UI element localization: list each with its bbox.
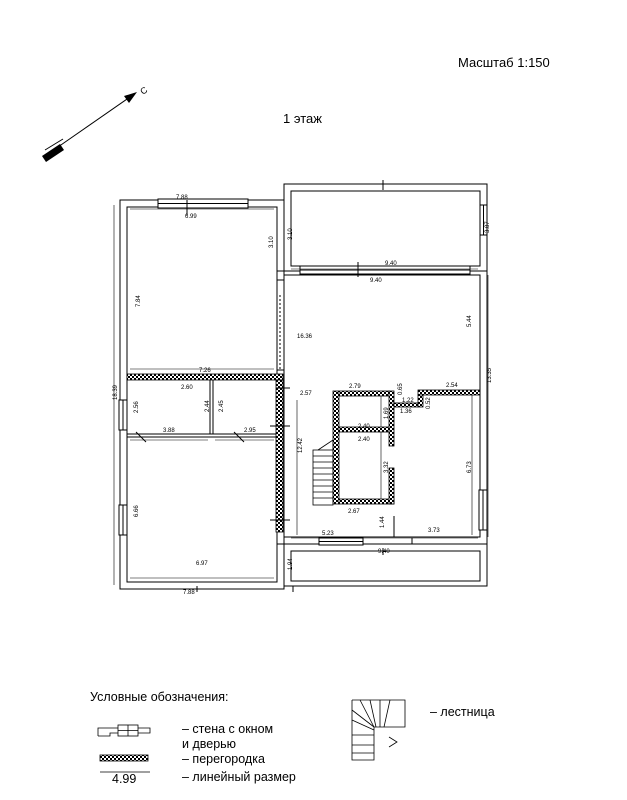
dimension-lines (113, 205, 489, 585)
dim-label: 2.57 (300, 391, 312, 397)
dim-label: 18.39 (113, 384, 119, 400)
dim-label: 9.40 (370, 278, 382, 284)
dim-label: 2.79 (349, 384, 361, 390)
dim-label: 3.87 (485, 221, 491, 233)
legend-wall-label-2: и дверью (182, 737, 236, 751)
dim-label: 12.42 (298, 437, 304, 453)
dim-label: 2.56 (134, 401, 140, 413)
dim-label: 9.40 (385, 261, 397, 267)
dim-label: 3.88 (163, 428, 175, 434)
dim-label: 16.36 (297, 334, 313, 340)
interior-walls (127, 295, 395, 537)
dim-label: 5.23 (322, 531, 334, 537)
legend-wall-label: – стена с окном (182, 722, 273, 736)
dim-label: 6.66 (134, 505, 140, 517)
dim-label: 13.35 (487, 367, 493, 383)
dim-label: 7.88 (183, 590, 195, 596)
legend-stair-icon (351, 699, 406, 761)
staircase-icon (312, 439, 334, 506)
dim-label: 7.26 (199, 368, 211, 374)
legend-wall-icon (97, 724, 151, 737)
legend-linear-sample: 4.99 (112, 772, 136, 786)
dim-label: 2.44 (205, 400, 211, 412)
dim-label: 6.73 (467, 461, 473, 473)
dim-label: 5.44 (467, 315, 473, 327)
dim-label: 6.99 (185, 214, 197, 220)
dim-label: 1.69 (384, 407, 390, 419)
dim-label: 2.45 (219, 400, 225, 412)
dim-label: 3.32 (384, 461, 390, 473)
legend-stairs-label: – лестница (430, 705, 495, 719)
dim-label: 6.97 (196, 561, 208, 567)
dim-label: 3.10 (288, 228, 294, 240)
dim-label: 0.52 (426, 397, 432, 409)
dimension-ticks (135, 180, 413, 592)
partitions (126, 373, 481, 533)
dim-label: 7.84 (136, 295, 142, 307)
dim-label: 2.40 (358, 437, 370, 443)
dim-label: 3.10 (269, 236, 275, 248)
window-markers (118, 198, 488, 546)
dim-label: 2.40 (358, 424, 370, 430)
floor-title: 1 этаж (283, 111, 322, 126)
legend-linear-label: – линейный размер (182, 770, 296, 784)
dim-label: 1.44 (380, 516, 386, 528)
legend-partition-label: – перегородка (182, 752, 265, 766)
dim-label: 9.40 (378, 549, 390, 555)
dim-label: 2.60 (181, 385, 193, 391)
dim-label: 0.65 (398, 383, 404, 395)
dim-label: 7.88 (176, 195, 188, 201)
dim-label: 1.22 (402, 398, 414, 404)
dim-label: 2.54 (446, 383, 458, 389)
dim-label: 2.95 (244, 428, 256, 434)
dim-label: 3.73 (428, 528, 440, 534)
legend-title: Условные обозначения: (90, 690, 229, 704)
north-arrow-icon (42, 92, 137, 162)
north-label: С (138, 84, 149, 96)
dim-label: 1.36 (400, 409, 412, 415)
legend-partition-icon (99, 754, 149, 762)
dim-label: 2.67 (348, 509, 360, 515)
scale-label: Масштаб 1:150 (458, 55, 550, 70)
dim-label: 1.94 (288, 558, 294, 570)
